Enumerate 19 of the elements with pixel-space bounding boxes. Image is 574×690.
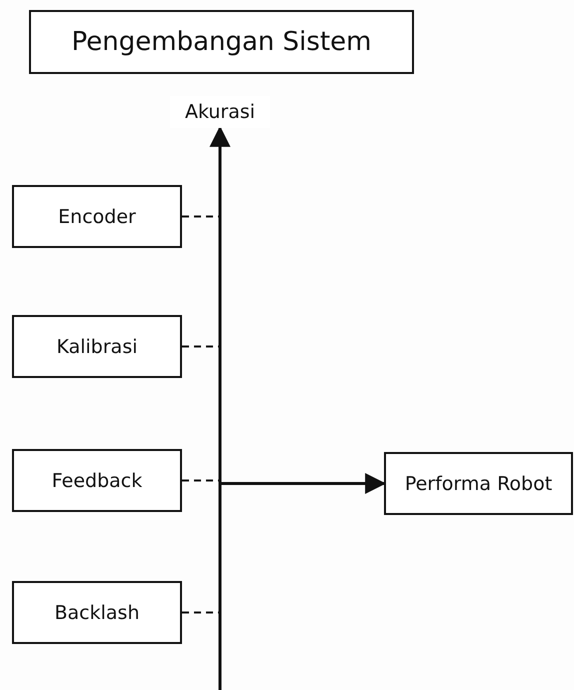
dashed-connector xyxy=(182,346,220,348)
dashed-connector xyxy=(182,216,220,218)
node-label: Feedback xyxy=(52,470,142,492)
factor-box xyxy=(12,581,182,644)
node-label: Backlash xyxy=(54,602,140,624)
node-label: Encoder xyxy=(58,206,136,228)
node-label: Kalibrasi xyxy=(56,336,138,358)
arrow xyxy=(210,126,230,690)
factor-box xyxy=(12,185,182,248)
node-label: Performa Robot xyxy=(404,472,552,494)
factor-box xyxy=(12,449,182,512)
axis-label: Akurasi xyxy=(184,101,256,123)
title-box xyxy=(29,10,414,74)
dashed-connector xyxy=(182,480,220,482)
factor-box xyxy=(12,315,182,378)
dashed-connector xyxy=(182,612,220,614)
node-label: Pengembangan Sistem xyxy=(72,27,372,57)
output-box xyxy=(384,452,573,515)
arrow xyxy=(220,473,386,494)
